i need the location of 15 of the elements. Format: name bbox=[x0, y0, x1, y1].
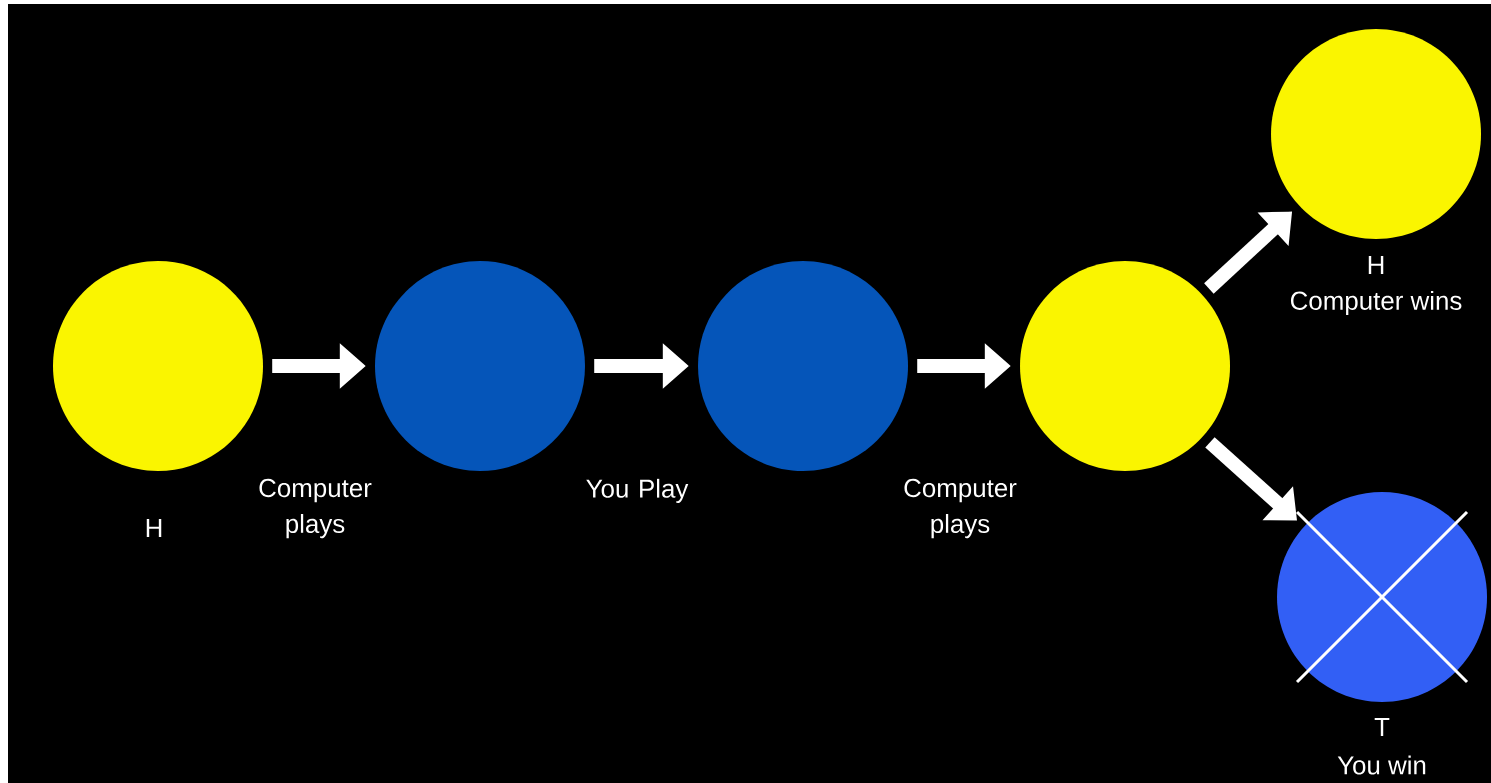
circle-node bbox=[375, 261, 585, 471]
circle-node bbox=[1271, 29, 1481, 239]
node-caption: H bbox=[146, 519, 162, 537]
node-caption: T bbox=[1374, 718, 1390, 736]
edge-label: Computer plays bbox=[259, 478, 372, 539]
edge-label: You Play bbox=[586, 478, 689, 503]
block-arrow bbox=[1205, 437, 1297, 521]
edge-label: Computer plays bbox=[904, 478, 1017, 539]
circle-node bbox=[698, 261, 908, 471]
node-caption: You win bbox=[1337, 755, 1426, 775]
circle-node bbox=[1277, 492, 1487, 702]
circle-node bbox=[53, 261, 263, 471]
node-caption: Computer wins bbox=[1290, 290, 1462, 316]
circle-node bbox=[1020, 261, 1230, 471]
node-caption: H bbox=[1368, 256, 1384, 274]
